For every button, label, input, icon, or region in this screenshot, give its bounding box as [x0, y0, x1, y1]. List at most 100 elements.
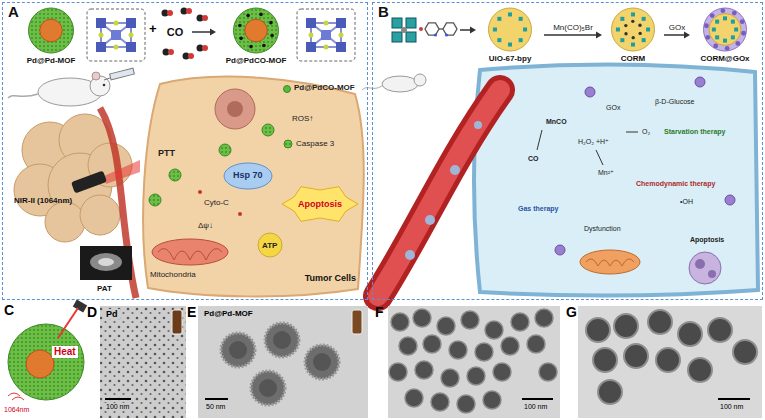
reaction-arrow: [537, 130, 638, 165]
particle-name: Pd@Pd-MOF: [27, 57, 76, 66]
panel-letter: E: [187, 304, 196, 320]
tem-image-f: [461, 311, 479, 329]
pd-core: [40, 19, 63, 42]
particle-name: CORM@GOx: [700, 55, 749, 64]
tem-image-f: [431, 393, 449, 411]
laser-device: [71, 160, 140, 193]
apoptosis-burst: [282, 187, 358, 222]
co-dot: [262, 44, 266, 48]
zr-cluster: [631, 43, 635, 47]
co-molecules: [162, 8, 209, 60]
panel-letter: B: [378, 4, 389, 21]
co-dot: [238, 24, 242, 28]
zr-cluster: [723, 16, 727, 20]
syringe: [104, 68, 134, 80]
gox-blob: [713, 44, 718, 49]
apoptotic-cell: [689, 252, 721, 284]
outcome-label: Apoptosis: [298, 199, 342, 209]
gox-particle: [555, 77, 735, 255]
zr-cluster: [519, 38, 523, 42]
co-molecules: [202, 15, 208, 21]
zr-cluster: [715, 35, 719, 39]
gox-blob: [735, 41, 740, 46]
photothermal-particle: [8, 393, 24, 400]
enzyme-label: GOx: [606, 104, 620, 112]
outcome-label: Apoptosis: [690, 236, 724, 244]
zr-cluster: [523, 28, 527, 32]
mitochondrion: [580, 250, 640, 274]
connector: [544, 32, 602, 39]
synthesis-arrow: [460, 29, 471, 31]
tem-image-g: [708, 318, 732, 342]
pd-core: [245, 19, 268, 42]
sample-name: Pd@Pd-MOF: [202, 309, 255, 318]
co-dot: [270, 34, 274, 38]
tem-image-f: [423, 335, 441, 353]
zr-cluster: [642, 17, 646, 21]
connector: [192, 29, 216, 36]
zr-cluster: [631, 12, 635, 16]
bpy-ligand: [419, 23, 457, 37]
photothermal-particle: [73, 300, 87, 313]
tem-image-g: [648, 310, 672, 334]
tem-image-g: [586, 318, 610, 342]
mn-co-dot: [631, 20, 634, 23]
tem-image-f: [475, 343, 493, 361]
scale-bar-label: 100 nm: [104, 403, 131, 411]
mof-particle: [169, 169, 181, 181]
tem-image-e: [352, 310, 362, 334]
molecule-label: β-D-Glucose: [655, 98, 694, 106]
co-dot: [259, 13, 263, 17]
photothermal-particle: [58, 308, 78, 338]
bpy-ligand: [439, 28, 443, 29]
molecule-label: H₂O₂ +H⁺: [578, 138, 609, 146]
legend-swatch: [283, 85, 291, 93]
zr-cluster: [508, 12, 512, 16]
scale-bar-label: 50 nm: [204, 403, 227, 411]
co-molecules: [186, 8, 192, 14]
zr-cluster: [642, 38, 646, 42]
molecule-name: CO: [167, 26, 184, 38]
panel-frame: BUiO-67-bpyCORMCORM@GOx: [372, 2, 763, 300]
cyto-c-dot: [238, 212, 242, 216]
mn-co-dot: [624, 32, 627, 35]
mof-shell: [234, 8, 279, 53]
particle-name: UiO-67-bpy: [489, 55, 532, 64]
mitochondrion: [580, 250, 640, 274]
molecule-label: Mn²⁺: [598, 169, 614, 177]
mof-particle: [284, 140, 292, 148]
zr-cluster: [734, 28, 738, 32]
zr-cluster: [715, 20, 719, 24]
mouse: [103, 84, 106, 87]
molecule-label: ATP: [262, 241, 277, 250]
zr-cluster: [508, 43, 512, 47]
zr-cluster: [731, 35, 735, 39]
tem-image-g: [598, 380, 622, 404]
tumor-cell: Tumor Cells: [140, 74, 366, 298]
tem-image-e: [305, 345, 339, 379]
zr-cluster: [731, 20, 735, 24]
synthesis-arrow: [470, 27, 476, 34]
protein-label: Hsp 70: [233, 170, 263, 180]
metal-cluster: [392, 32, 402, 42]
mof-shell: [29, 8, 74, 53]
photothermal-particle: [26, 350, 54, 378]
tem-image-e: [205, 398, 228, 400]
photothermal-particle: [8, 324, 84, 400]
mouse: [414, 74, 426, 86]
syringe: [110, 68, 135, 80]
tem-image-e: [221, 333, 255, 367]
particle-name: Pd@PdCO-MOF: [226, 57, 287, 66]
bpy-ligand: [419, 27, 423, 31]
tem-image-g: [688, 358, 712, 382]
blood-vessel: [378, 90, 500, 296]
mof-core: [709, 14, 741, 46]
tem-image-d: [172, 310, 182, 334]
molecule-label: •OH: [680, 198, 693, 206]
pat-image: [98, 258, 114, 266]
effect-label: Heat: [52, 346, 78, 358]
syringe: [104, 78, 110, 80]
tem-image-f: [511, 313, 529, 331]
molecule-label: O₂: [642, 128, 650, 136]
